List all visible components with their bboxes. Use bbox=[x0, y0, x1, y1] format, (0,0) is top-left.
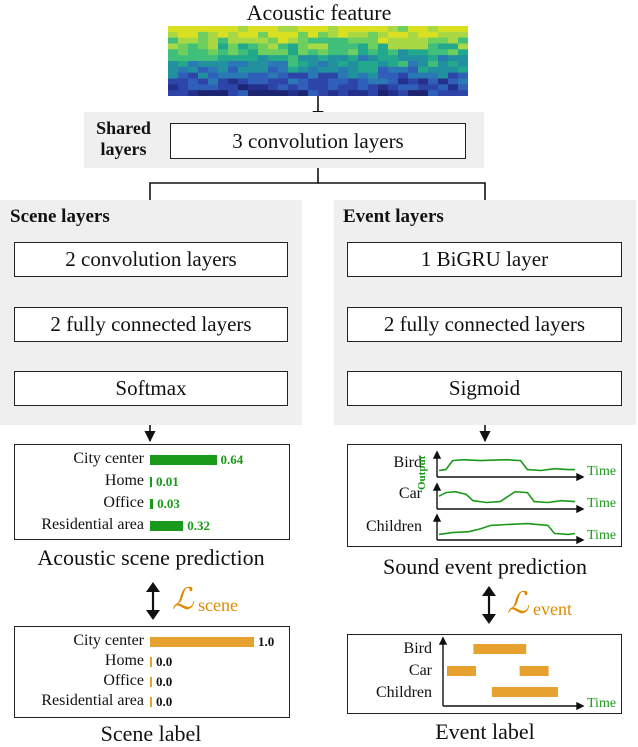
scene-label-bar bbox=[150, 697, 152, 707]
scene-pred-bar bbox=[150, 499, 154, 509]
scene-label-bar bbox=[150, 657, 152, 667]
bigru-box: 1 BiGRU layer bbox=[347, 242, 622, 277]
scene-loss-subscript: scene bbox=[198, 595, 238, 615]
event-pred-row-bird: Bird bbox=[393, 454, 422, 471]
event-label-row-children: Children bbox=[376, 684, 432, 701]
scene-label-caption: Scene label bbox=[100, 721, 202, 746]
event-prediction-curve bbox=[438, 522, 576, 536]
scene-fc-box: 2 fully connected layers bbox=[14, 307, 288, 342]
event-loss-subscript: event bbox=[533, 599, 572, 619]
scene-conv-box: 2 convolution layers bbox=[14, 242, 288, 277]
scene-pred-value-label: 0.03 bbox=[157, 496, 180, 511]
event-prediction-curve bbox=[438, 490, 576, 504]
scene-panel-title: Scene layers bbox=[10, 206, 110, 227]
sigmoid-box: Sigmoid bbox=[347, 371, 622, 406]
time-label-children: Time bbox=[587, 528, 617, 543]
event-prediction-curve bbox=[438, 458, 575, 472]
scene-loss-symbol: ℒ bbox=[172, 582, 194, 617]
event-label-row-bird: Bird bbox=[403, 640, 432, 657]
scene-label-category-label: Residential area bbox=[41, 692, 144, 709]
scene-label-category-label: Home bbox=[104, 652, 144, 669]
scene-label-category-label: Office bbox=[103, 672, 144, 689]
event-label-caption: Event label bbox=[435, 719, 535, 744]
acoustic-feature-spectrogram bbox=[168, 26, 468, 96]
scene-pred-bar bbox=[150, 455, 217, 465]
event-label-row-car: Car bbox=[408, 662, 432, 679]
event-label-segment bbox=[473, 644, 527, 654]
event-loss-symbol: ℒ bbox=[507, 586, 529, 621]
scene-label-bar bbox=[150, 677, 152, 687]
shared-conv-box: 3 convolution layers bbox=[170, 123, 466, 159]
time-label-car: Time bbox=[587, 496, 617, 511]
scene-label-value-label: 0.0 bbox=[156, 694, 173, 709]
scene-label-value-label: 0.0 bbox=[156, 674, 173, 689]
event-prediction-caption: Sound event prediction bbox=[382, 554, 588, 579]
shared-layers-label: Shared layers bbox=[86, 118, 161, 160]
shared-label-line-2: layers bbox=[100, 139, 147, 159]
scene-label-category-label: City center bbox=[73, 632, 144, 649]
scene-label-bar bbox=[150, 637, 254, 647]
event-fc-box: 2 fully connected layers bbox=[347, 307, 622, 342]
shared-label-line-1: Shared bbox=[96, 118, 151, 138]
scene-pred-category-label: City center bbox=[73, 450, 144, 467]
scene-label-value-label: 1.0 bbox=[258, 634, 275, 649]
event-label-plot bbox=[438, 636, 585, 711]
time-label-bird: Time bbox=[587, 464, 617, 479]
time-label-event-label: Time bbox=[587, 696, 617, 711]
event-label-segment bbox=[519, 666, 549, 676]
scene-pred-category-label: Residential area bbox=[41, 516, 144, 533]
output-axis-label: Output bbox=[416, 455, 428, 490]
scene-pred-value-label: 0.32 bbox=[187, 518, 211, 533]
scene-label-value-label: 0.0 bbox=[156, 654, 173, 669]
scene-pred-bar bbox=[150, 477, 152, 487]
softmax-box: Softmax bbox=[14, 371, 288, 406]
event-prediction-plot bbox=[432, 450, 585, 545]
scene-pred-category-label: Office bbox=[103, 494, 144, 511]
event-pred-row-children: Children bbox=[366, 518, 422, 535]
event-label-segment bbox=[491, 687, 558, 697]
event-panel-title: Event layers bbox=[343, 206, 444, 227]
input-title: Acoustic feature bbox=[246, 0, 392, 25]
scene-pred-bar bbox=[150, 521, 184, 531]
scene-pred-value-label: 0.01 bbox=[156, 474, 179, 489]
event-pred-row-car: Car bbox=[398, 485, 422, 502]
scene-pred-category-label: Home bbox=[104, 472, 144, 489]
event-label-segment bbox=[447, 666, 476, 676]
scene-pred-value-label: 0.64 bbox=[220, 452, 244, 467]
scene-prediction-caption: Acoustic scene prediction bbox=[37, 545, 265, 570]
